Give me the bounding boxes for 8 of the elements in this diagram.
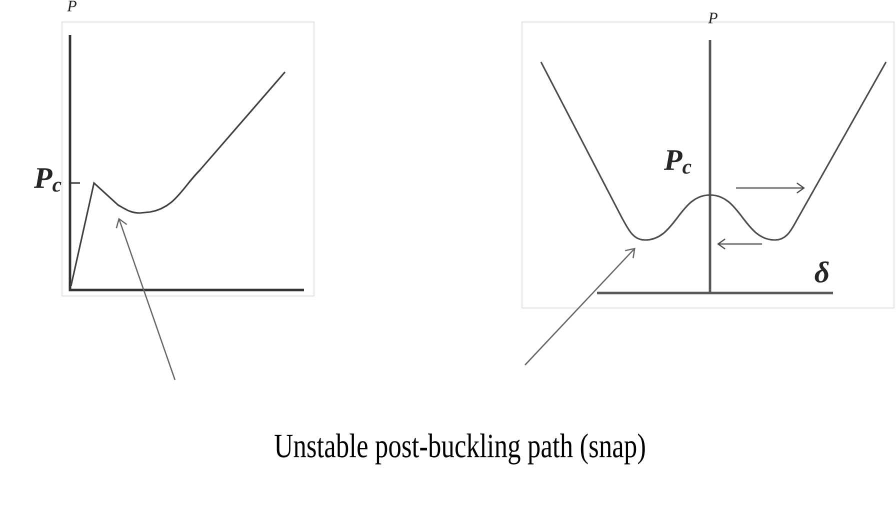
axis-label: P (67, 0, 76, 12)
curve (70, 71, 286, 286)
leader-arrow (524, 248, 636, 366)
axis-label: P (708, 12, 718, 24)
leader-arrow (116, 218, 176, 380)
caption: Unstable post-buckling path (snap) (274, 434, 645, 464)
curve (540, 62, 887, 241)
axis-label: P$_{c}$ (664, 150, 692, 174)
